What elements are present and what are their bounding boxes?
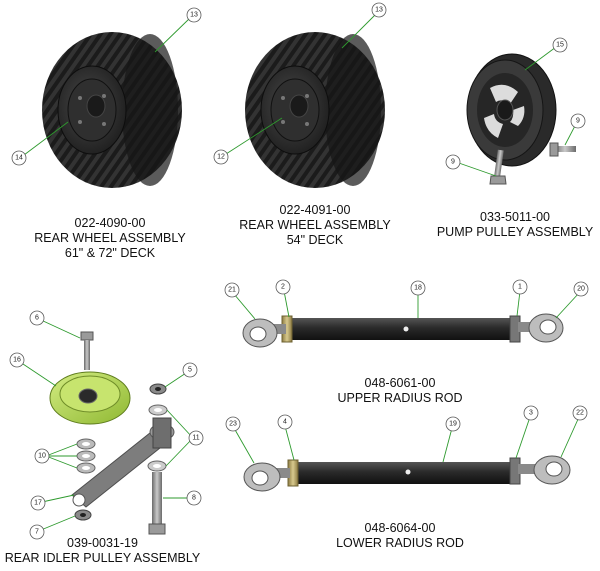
callout-5: 5: [182, 362, 198, 378]
svg-text:7: 7: [35, 529, 39, 536]
part-number: 048-6064-00: [364, 521, 436, 535]
svg-text:11: 11: [192, 435, 199, 442]
svg-text:16: 16: [13, 357, 21, 364]
callout-20: 20: [573, 281, 589, 297]
callout-6: 6: [29, 310, 45, 326]
callout-16: 16: [9, 352, 25, 368]
callout-19: 19: [445, 416, 461, 432]
rear-idler-pulley-drawing: [49, 331, 175, 535]
rear-wheel-54-drawing: [245, 32, 385, 188]
callout-9-b: 9: [570, 113, 586, 129]
callout-4: 4: [277, 414, 293, 430]
svg-text:3: 3: [529, 410, 533, 417]
pivot-bolt: [152, 472, 162, 524]
svg-text:4: 4: [283, 419, 287, 426]
callout-10: 10: [34, 448, 50, 464]
caption-rear-wheel-61-72: 022-4090-00 REAR WHEEL ASSEMBLY 61" & 72…: [20, 216, 200, 261]
part-note: 54" DECK: [286, 233, 344, 247]
svg-text:22: 22: [576, 410, 584, 417]
svg-text:9: 9: [576, 118, 580, 125]
svg-text:8: 8: [192, 495, 196, 502]
svg-text:13: 13: [375, 7, 383, 14]
part-number: 022-4091-00: [279, 203, 351, 217]
part-name: REAR WHEEL ASSEMBLY: [239, 218, 391, 232]
part-note: 61" & 72" DECK: [64, 246, 156, 260]
callout-1: 1: [512, 279, 528, 295]
svg-text:15: 15: [556, 42, 564, 49]
callout-21: 21: [224, 282, 240, 298]
callout-23: 23: [225, 416, 241, 432]
hex-bolt-left: [489, 149, 507, 185]
callout-17: 17: [30, 495, 46, 511]
caption-rear-idler-pulley: 039-0031-19 REAR IDLER PULLEY ASSEMBLY: [0, 536, 205, 566]
svg-text:2: 2: [281, 284, 285, 291]
caption-rear-wheel-54: 022-4091-00 REAR WHEEL ASSEMBLY 54" DECK: [222, 203, 408, 248]
part-name: REAR WHEEL ASSEMBLY: [34, 231, 186, 245]
svg-text:10: 10: [38, 453, 46, 460]
svg-text:1: 1: [518, 284, 522, 291]
idler-bolt: [84, 340, 90, 370]
part-number: 048-6061-00: [364, 376, 436, 390]
svg-text:13: 13: [190, 12, 198, 19]
svg-text:23: 23: [229, 421, 237, 428]
callout-15: 15: [552, 37, 568, 53]
callout-9-a: 9: [445, 154, 461, 170]
part-number: 022-4090-00: [74, 216, 146, 230]
caption-pump-pulley: 033-5011-00 PUMP PULLEY ASSEMBLY: [430, 210, 600, 240]
lower-radius-rod-drawing: [243, 455, 571, 492]
svg-text:20: 20: [577, 286, 585, 293]
svg-text:5: 5: [188, 367, 192, 374]
callout-7: 7: [29, 524, 45, 540]
svg-text:21: 21: [228, 287, 236, 294]
part-number: 039-0031-19: [67, 536, 138, 550]
callout-22: 22: [572, 405, 588, 421]
part-name: UPPER RADIUS ROD: [337, 391, 463, 405]
hex-bolt-right: [549, 142, 576, 157]
callout-13-b: 13: [371, 2, 387, 18]
caption-lower-radius-rod: 048-6064-00 LOWER RADIUS ROD: [320, 521, 480, 551]
svg-text:6: 6: [35, 315, 39, 322]
callout-12: 12: [213, 149, 229, 165]
svg-text:12: 12: [217, 154, 225, 161]
callout-bubbles: 13 14 13 12 15 9 9 21 2 18 1 20 23 4 19 …: [9, 2, 589, 540]
svg-text:14: 14: [15, 155, 23, 162]
callout-14: 14: [11, 150, 27, 166]
callout-2: 2: [275, 279, 291, 295]
svg-text:18: 18: [414, 285, 422, 292]
svg-text:17: 17: [34, 500, 42, 507]
part-name: LOWER RADIUS ROD: [336, 536, 464, 550]
callout-13-a: 13: [186, 7, 202, 23]
rear-wheel-61-72-drawing: [42, 32, 182, 188]
callout-18: 18: [410, 280, 426, 296]
part-name: REAR IDLER PULLEY ASSEMBLY: [4, 551, 201, 565]
svg-text:9: 9: [451, 159, 455, 166]
callout-3: 3: [523, 405, 539, 421]
caption-upper-radius-rod: 048-6061-00 UPPER RADIUS ROD: [320, 376, 480, 406]
upper-radius-rod-drawing: [242, 313, 564, 348]
part-name: PUMP PULLEY ASSEMBLY: [436, 225, 594, 239]
callout-8: 8: [186, 490, 202, 506]
callout-11: 11: [188, 430, 204, 446]
svg-text:19: 19: [449, 421, 457, 428]
pump-pulley-drawing: [466, 53, 576, 185]
part-number: 033-5011-00: [480, 210, 550, 224]
